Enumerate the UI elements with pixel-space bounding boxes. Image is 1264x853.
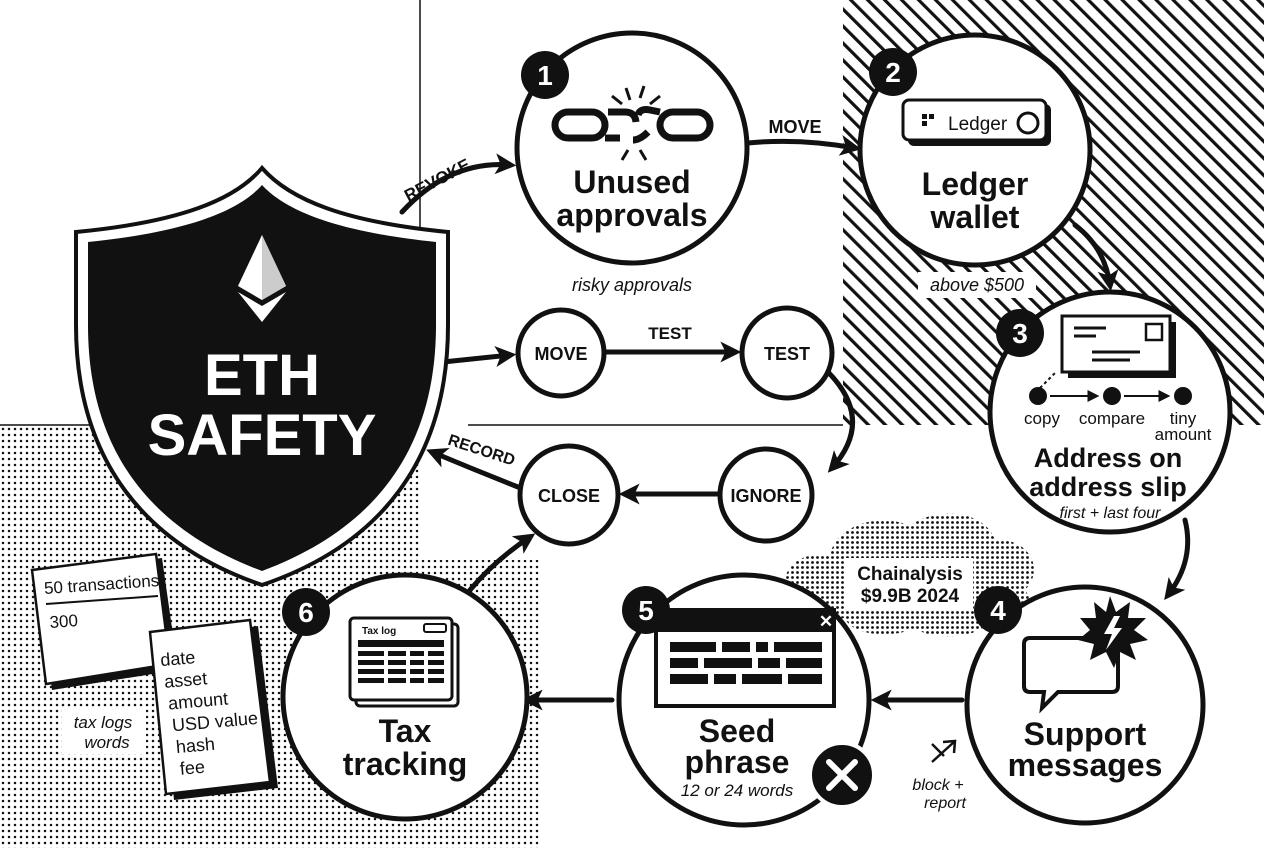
- step-2-title-line-2: wallet: [930, 199, 1020, 235]
- address-envelope-icon: [1060, 314, 1176, 378]
- eth-safety-shield: ETH SAFETY: [74, 164, 450, 588]
- note-transactions-bottom: 300: [49, 611, 79, 632]
- step-4-side-line-2: report: [924, 795, 966, 812]
- step-3-caption: first + last four: [1060, 505, 1162, 522]
- field-hash: hash: [175, 734, 216, 757]
- hardware-wallet-icon: Ledger: [901, 98, 1051, 146]
- step-5-caption: 12 or 24 words: [681, 781, 794, 800]
- edge-label-move: MOVE: [768, 117, 821, 137]
- break-sparks-icon: [611, 85, 661, 161]
- flow-label-compare: compare: [1079, 409, 1145, 428]
- step-2-number: 2: [885, 57, 901, 88]
- tax-log-icon: Tax log: [348, 616, 460, 708]
- step-1-title-line-2: approvals: [556, 197, 707, 233]
- arrow-move-to-ledger: [745, 135, 862, 156]
- step-4-number: 4: [990, 595, 1006, 626]
- edge-label-revoke: REVOKE: [401, 155, 473, 205]
- arrow-shield-to-move: [440, 346, 517, 367]
- step-5-title-line-1: Seed: [699, 713, 775, 749]
- mini-node-test-label: TEST: [764, 344, 810, 364]
- step-1-number: 1: [537, 60, 553, 91]
- chat-alert-icon: [1022, 596, 1148, 714]
- step-2-title-line-1: Ledger: [922, 166, 1029, 202]
- step-3-title-line-1: Address on: [1034, 443, 1183, 473]
- step-4-title-line-1: Support: [1024, 716, 1147, 752]
- shield-title-line-2: SAFETY: [148, 403, 377, 468]
- mini-node-test: TEST: [739, 305, 835, 401]
- note-side-line-1: tax logs: [74, 713, 133, 732]
- step-5-seed-phrase: ✕ 5 Seed phrase 12 or 24 words: [616, 572, 876, 828]
- svg-text:✕: ✕: [819, 612, 833, 631]
- step-5-number: 5: [638, 595, 654, 626]
- cloud-line-2: $9.9B 2024: [861, 586, 960, 607]
- field-asset: asset: [163, 668, 208, 692]
- device-label: Ledger: [948, 114, 1008, 135]
- mini-node-move-label: MOVE: [534, 344, 587, 364]
- mini-node-close-label: CLOSE: [538, 486, 600, 506]
- block-arrow-icon: [931, 739, 957, 763]
- field-date: date: [159, 647, 196, 670]
- step-4-side-line-1: block +: [912, 777, 963, 794]
- step-6-title-line-1: Tax: [379, 713, 432, 749]
- step-4-support-messages: 4 Support messages block + report: [912, 584, 1206, 826]
- mini-node-move: MOVE: [515, 307, 607, 399]
- step-6-number: 6: [298, 597, 314, 628]
- step-6-title-line-2: tracking: [343, 746, 467, 782]
- step-1-caption: risky approvals: [572, 275, 692, 295]
- note-side-line-2: words: [84, 733, 130, 752]
- flow-label-tiny: tiny: [1170, 409, 1197, 428]
- arrow-revoke: [399, 153, 517, 215]
- step-6-tax-tracking: Tax log 6 Tax tracking: [280, 572, 530, 822]
- mini-node-close: CLOSE: [517, 443, 621, 547]
- browser-redacted-icon: ✕: [654, 608, 836, 708]
- step-4-title-line-2: messages: [1008, 747, 1163, 783]
- step-2-ledger-wallet: Ledger 2 Ledger wallet above $500: [857, 32, 1093, 298]
- field-fee: fee: [179, 757, 206, 779]
- step-2-caption: above $500: [930, 275, 1024, 295]
- arrow-record: [426, 447, 521, 490]
- flow-label-copy: copy: [1024, 409, 1060, 428]
- mini-node-ignore: IGNORE: [717, 446, 815, 544]
- tax-log-label: Tax log: [362, 626, 396, 637]
- chainalysis-cloud: Chainalysis $9.9B 2024: [785, 513, 1034, 637]
- mini-node-ignore-label: IGNORE: [730, 486, 801, 506]
- arrow-tax-to-close: [467, 533, 536, 593]
- note-card-fields: date asset amount USD value hash fee: [148, 618, 278, 800]
- step-5-title-line-2: phrase: [685, 744, 790, 780]
- step-3-number: 3: [1012, 318, 1028, 349]
- step-3-address-slip: copy compare tiny amount 3 Address on ad…: [987, 289, 1233, 535]
- close-x-icon: [808, 741, 876, 809]
- cloud-line-1: Chainalysis: [857, 564, 963, 585]
- arrow-test-to-ignore: [825, 369, 855, 473]
- ethereum-diamond-icon: [238, 235, 286, 322]
- step-1-title-line-1: Unused: [573, 164, 690, 200]
- edge-label-test: TEST: [648, 324, 692, 343]
- step-1-unused-approvals: 1 Unused approvals risky approvals: [514, 30, 750, 295]
- arrow-ledger-to-address: [1072, 222, 1119, 292]
- arrow-address-to-support: [1164, 517, 1191, 600]
- step-3-title-line-2: address slip: [1029, 472, 1187, 502]
- flow-label-amount: amount: [1155, 425, 1212, 444]
- shield-title-line-1: ETH: [204, 343, 320, 408]
- broken-chain-icon: [551, 106, 714, 144]
